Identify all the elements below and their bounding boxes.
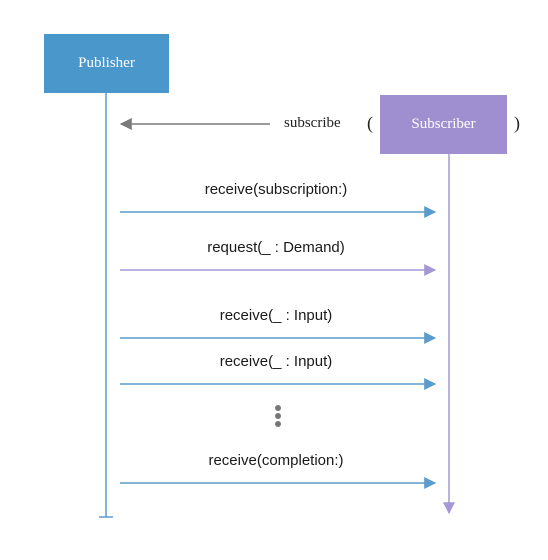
message-label-receive-completion: receive(completion:) <box>208 452 344 469</box>
message-label-receive-input-1: receive(_ : Input) <box>219 307 333 324</box>
open-paren: ( <box>367 113 373 133</box>
subscribe-label: subscribe <box>284 115 341 131</box>
subscriber-label: Subscriber <box>411 116 476 132</box>
message-label-receive-input-2: receive(_ : Input) <box>219 353 333 370</box>
message-label-request-demand: request(_ : Demand) <box>207 239 345 256</box>
vertical-ellipsis-icon <box>275 405 281 427</box>
publisher-box: Publisher <box>44 34 169 93</box>
message-label-receive-subscription: receive(subscription:) <box>204 181 348 198</box>
subscriber-box: Subscriber <box>380 95 507 154</box>
publisher-label: Publisher <box>78 55 135 71</box>
close-paren: ) <box>514 113 520 133</box>
